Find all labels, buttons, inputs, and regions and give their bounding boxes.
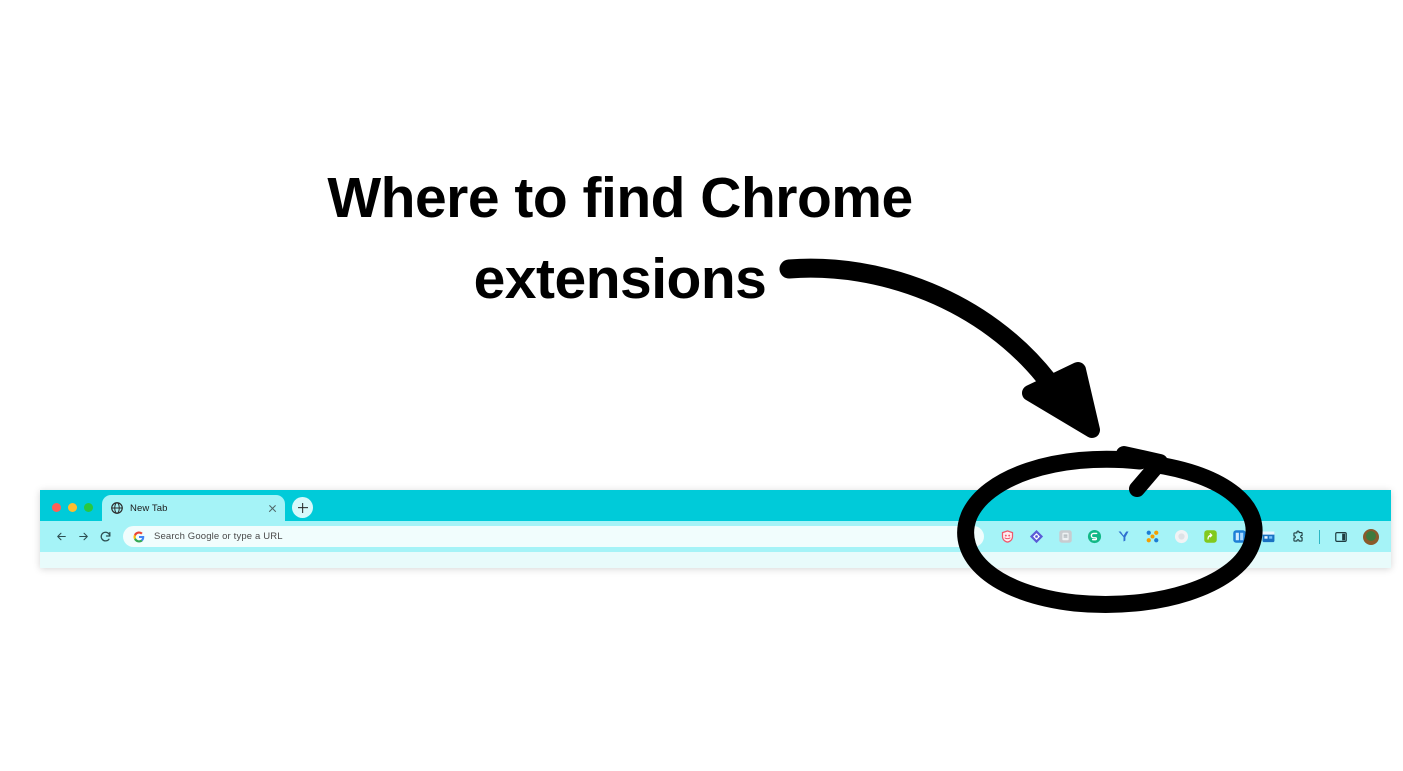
globe-icon bbox=[111, 502, 123, 514]
toolbar-divider bbox=[1319, 529, 1320, 544]
reload-icon bbox=[100, 531, 110, 542]
extensions-puzzle-icon bbox=[1293, 530, 1303, 542]
tab-title: New Tab bbox=[130, 502, 168, 514]
maximize-window-button[interactable] bbox=[84, 503, 93, 512]
scissors-extension-icon[interactable] bbox=[1145, 529, 1160, 544]
diamond-extension-icon[interactable] bbox=[1029, 529, 1044, 544]
browser-toolbar: Search Google or type a URL bbox=[40, 521, 1391, 552]
window-controls bbox=[40, 503, 102, 521]
green-square-extension-icon[interactable] bbox=[1203, 529, 1218, 544]
close-window-button[interactable] bbox=[52, 503, 61, 512]
side-panel-icon bbox=[1335, 531, 1347, 542]
y-letter-extension-icon[interactable] bbox=[1116, 529, 1131, 544]
white-circle-extension-icon[interactable] bbox=[1174, 529, 1189, 544]
reload-button[interactable] bbox=[94, 526, 116, 548]
tab-new-tab[interactable]: New Tab bbox=[102, 495, 285, 521]
shield-extension-icon[interactable] bbox=[1000, 529, 1015, 544]
tab-strip: New Tab bbox=[40, 490, 1391, 521]
forward-arrow-icon bbox=[78, 532, 88, 541]
green-circle-extension-icon[interactable] bbox=[1087, 529, 1102, 544]
calendar-extension-icon[interactable] bbox=[1261, 529, 1276, 544]
extensions-puzzle-button[interactable] bbox=[1290, 529, 1306, 545]
gray-square-extension-icon[interactable] bbox=[1058, 529, 1073, 544]
google-g-icon bbox=[133, 531, 145, 542]
side-panel-button[interactable] bbox=[1333, 529, 1349, 545]
extensions-tray bbox=[993, 528, 1382, 545]
curved-arrow-annotation bbox=[779, 258, 1100, 438]
new-tab-button[interactable] bbox=[292, 497, 313, 518]
forward-button[interactable] bbox=[72, 526, 94, 548]
back-button[interactable] bbox=[50, 526, 72, 548]
back-arrow-icon bbox=[56, 532, 66, 541]
browser-window: New Tab bbox=[40, 490, 1391, 568]
address-bar[interactable]: Search Google or type a URL bbox=[123, 526, 984, 547]
address-bar-text: Search Google or type a URL bbox=[154, 531, 283, 542]
page-content-area bbox=[40, 552, 1391, 568]
close-tab-button[interactable] bbox=[267, 503, 278, 514]
profile-avatar[interactable] bbox=[1363, 528, 1379, 545]
blue-square-extension-icon[interactable] bbox=[1232, 529, 1247, 544]
page-title: Where to find Chrome extensions bbox=[327, 166, 913, 311]
minimize-window-button[interactable] bbox=[68, 503, 77, 512]
